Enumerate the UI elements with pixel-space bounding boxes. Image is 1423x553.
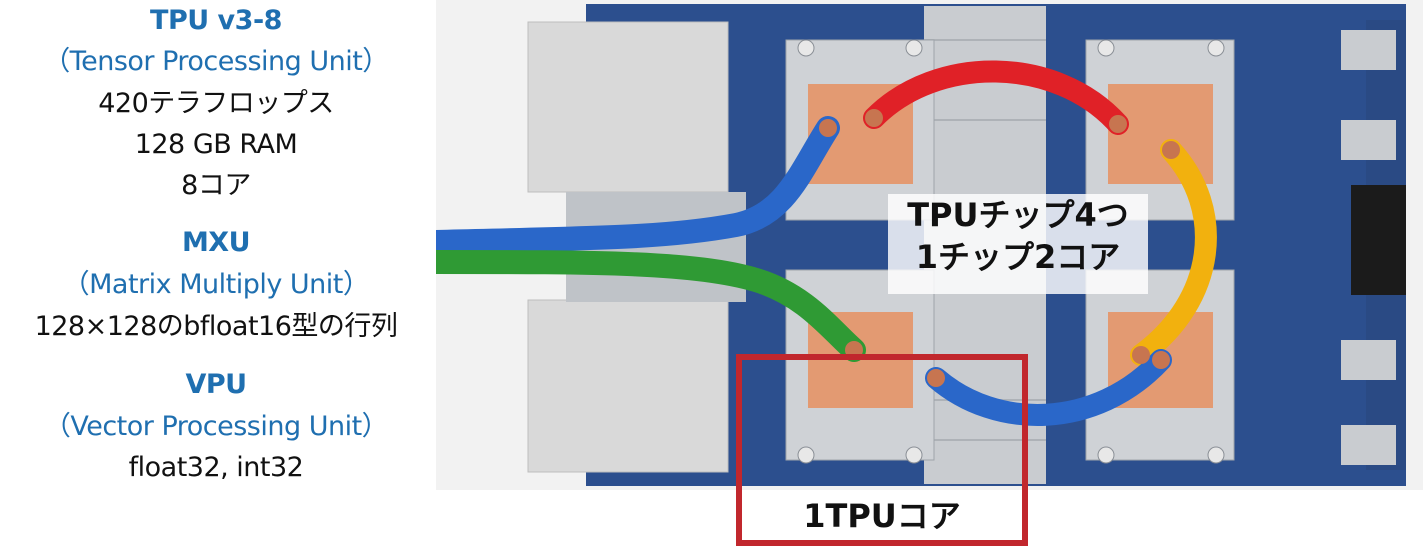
tpu-ram: 128 GB RAM <box>134 129 298 160</box>
tpu-cores: 8コア <box>181 170 251 201</box>
mxu-title: MXU <box>181 227 251 258</box>
vpu-detail: float32, int32 <box>128 452 304 483</box>
chips-annotation: TPUチップ4つ 1チップ2コア <box>888 194 1148 294</box>
mxu-subtitle: （Matrix Multiply Unit） <box>62 269 370 300</box>
mxu-detail: 128×128のbfloat16型の行列 <box>34 311 398 342</box>
spec-panel: TPU v3-8 （Tensor Processing Unit） 420テラフ… <box>0 0 432 553</box>
tpu-core-label: 1TPUコア <box>803 497 961 535</box>
tpu-title: TPU v3-8 <box>150 5 282 36</box>
tpu-subtitle: （Tensor Processing Unit） <box>43 46 389 77</box>
vpu-subtitle: （Vector Processing Unit） <box>43 411 389 442</box>
tpu-flops: 420テラフロップス <box>98 88 334 119</box>
vpu-title: VPU <box>185 369 247 400</box>
cores-per-chip-label: 1チップ2コア <box>915 238 1121 276</box>
chips-count-label: TPUチップ4つ <box>907 196 1129 234</box>
tpu-core-highlight-box <box>736 354 1028 546</box>
